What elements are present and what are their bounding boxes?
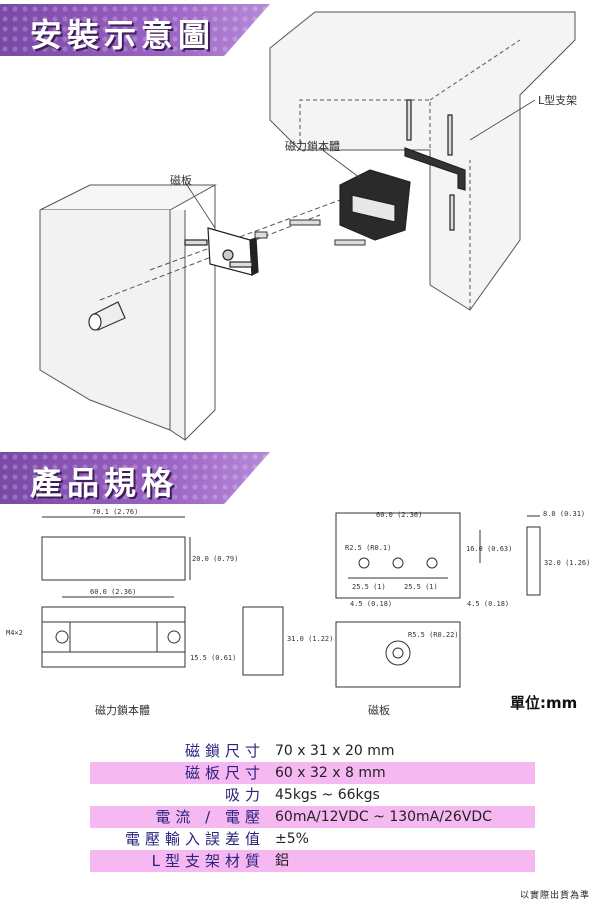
dim-lock-hole: 60.0 (2.36) [90, 588, 136, 596]
dim-plate-offset-1: 4.5 (0.18) [350, 600, 392, 608]
dim-lock-screw: M4×2 [6, 629, 23, 637]
spec-key: 磁板尺寸 [184, 764, 265, 782]
spec-row: 電壓輸入誤差值 ±5% [90, 828, 535, 850]
installation-diagram [39, 11, 576, 441]
install-title: 安裝示意圖 [30, 16, 216, 54]
spec-value: 60mA/12VDC ~ 130mA/26VDC [275, 809, 492, 825]
spec-row: 吸力 45kgs ~ 66kgs [90, 784, 535, 806]
dim-plate-width: 60.0 (2.36) [376, 511, 422, 519]
drawing-lock-body-label: 磁力鎖本體 [95, 704, 150, 717]
banner-background [0, 4, 270, 56]
spec-value: ±5% [275, 831, 309, 847]
plate-label: 磁板 [170, 174, 192, 187]
unit-label: 單位:mm [510, 694, 578, 712]
banner-background [0, 452, 270, 504]
lock-body-label: 磁力鎖本體 [285, 140, 340, 153]
spec-key: 電壓輸入誤差值 [124, 830, 265, 848]
dim-plate-radius: R2.5 (R0.1) [345, 544, 391, 552]
dim-plate-offset-2: 4.5 (0.18) [467, 600, 509, 608]
spec-row: 磁板尺寸 60 x 32 x 8 mm [90, 762, 535, 784]
spec-key: L型支架材質 [151, 852, 265, 870]
spec-value: 45kgs ~ 66kgs [275, 787, 380, 803]
dim-plate-radius-2: R5.5 (R0.22) [408, 631, 459, 639]
spec-key: 電流 / 電壓 [155, 808, 265, 826]
dim-plate-side: 32.0 (1.26) [544, 559, 590, 567]
spec-key: 磁鎖尺寸 [184, 742, 265, 760]
specs-title: 產品規格 [30, 464, 179, 502]
dim-lock-depth: 15.5 (0.61) [190, 654, 236, 662]
l-bracket-label: L型支架 [538, 94, 578, 107]
spec-value: 70 x 31 x 20 mm [275, 743, 395, 759]
footnote: 以實際出貨為準 [519, 891, 590, 901]
dim-plate-spacing-2: 25.5 (1) [404, 583, 438, 591]
dim-plate-thickness: 8.0 (0.31) [543, 510, 585, 518]
spec-key: 吸力 [224, 786, 265, 804]
spec-row: 磁鎖尺寸 70 x 31 x 20 mm [90, 740, 535, 762]
spec-row: 電流 / 電壓 60mA/12VDC ~ 130mA/26VDC [90, 806, 535, 828]
dim-lock-side: 31.0 (1.22) [287, 635, 333, 643]
spec-row: L型支架材質 鋁 [90, 850, 535, 872]
dim-plate-spacing-1: 25.5 (1) [352, 583, 386, 591]
drawing-plate-label: 磁板 [368, 704, 390, 717]
dim-plate-height: 16.0 (0.63) [466, 545, 512, 553]
spec-value: 鋁 [275, 853, 289, 869]
dim-lock-width: 70.1 (2.76) [92, 508, 138, 516]
spec-value: 60 x 32 x 8 mm [275, 765, 386, 781]
dim-lock-height: 20.0 (0.79) [192, 555, 238, 563]
